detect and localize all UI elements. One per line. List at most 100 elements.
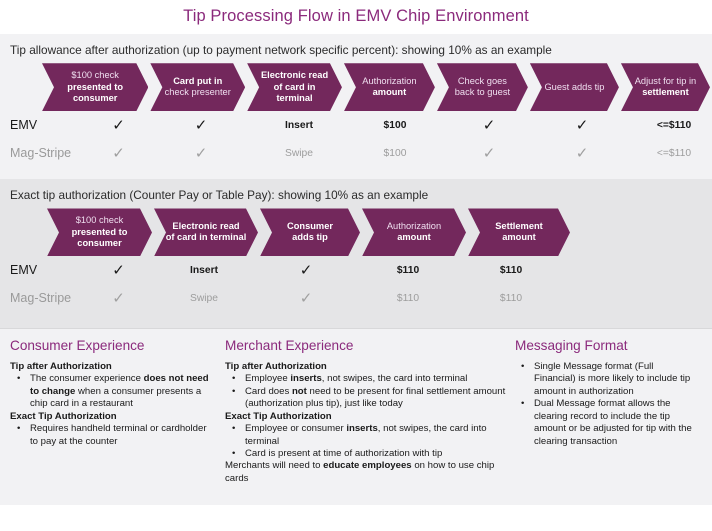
merchant-bullet-2: Card does not need to be present for fin… xyxy=(225,386,507,411)
flow-step-6-line1: Guest adds tip xyxy=(544,81,605,92)
merchant-sub2: Exact Tip Authorization xyxy=(225,410,332,422)
flow-step-5[interactable]: Check goes back to guest xyxy=(437,63,528,111)
consumer-sub2: Exact Tip Authorization xyxy=(10,410,117,422)
flow2-step-1-line2: presented to xyxy=(71,226,128,237)
summary-columns: Consumer Experience Tip after Authorizat… xyxy=(0,329,712,506)
section-tip-allowance: Tip allowance after authorization (up to… xyxy=(0,34,712,180)
flow-step-6[interactable]: Guest adds tip xyxy=(530,63,619,111)
cell-check: ✓ xyxy=(299,288,313,307)
flow-step-1-line3: consumer xyxy=(72,93,118,104)
flow2-step-4-line2: amount xyxy=(397,232,431,243)
cell-auth-amount: $100 xyxy=(383,147,407,159)
consumer-heading: Consumer Experience xyxy=(10,338,145,354)
cell-check: ✓ xyxy=(575,115,589,134)
flow-step-2-line2: check presenter xyxy=(164,87,231,98)
consumer-bullet-2: Requires handheld terminal or cardholder… xyxy=(10,423,217,448)
flow2-step-5-line2: amount xyxy=(502,232,536,243)
cell-check: ✓ xyxy=(112,143,125,162)
flow-step-7-line2: settlement xyxy=(642,87,689,98)
messaging-bullet-1: Single Message format (Full Financial) i… xyxy=(515,361,697,398)
flow-step-5-line1: Check goes xyxy=(457,75,507,86)
consumer-b1-pre: The consumer experience xyxy=(30,373,144,385)
cell-settlement: <=$110 xyxy=(656,119,692,131)
section-exact-tip: Exact tip authorization (Counter Pay or … xyxy=(0,179,712,329)
column-messaging-format: Messaging Format Single Message format (… xyxy=(515,338,705,505)
table-row-emv-1: EMV ✓ ✓ Insert $100 ✓ ✓ <=$110 xyxy=(0,111,712,139)
merchant-tail-bold: educate employees xyxy=(323,460,412,472)
row-label-emv: EMV xyxy=(10,263,38,278)
cell-check: ✓ xyxy=(112,260,125,279)
flow2-step-2[interactable]: Electronic read of card in terminal xyxy=(154,208,258,256)
merchant-heading: Merchant Experience xyxy=(225,338,354,354)
cell-check: ✓ xyxy=(575,143,589,162)
consumer-b1-post: when a consumer presents a chip card in … xyxy=(30,385,202,410)
flow-step-4[interactable]: Authorization amount xyxy=(344,63,435,111)
cell-check: ✓ xyxy=(194,115,208,134)
merchant-b3-bold: inserts xyxy=(346,423,378,435)
flow2-step-3-line2: adds tip xyxy=(292,232,328,243)
flow2-step-3[interactable]: Consumer adds tip xyxy=(260,208,360,256)
cell-auth-amount: $110 xyxy=(396,292,420,304)
cell-check: ✓ xyxy=(482,143,496,162)
flow2-step-1[interactable]: $100 check presented to consumer xyxy=(47,208,152,256)
row-label-emv: EMV xyxy=(10,118,38,133)
consumer-bullet-1: The consumer experience does not need to… xyxy=(10,373,217,410)
flow-step-1-line2: presented to xyxy=(67,81,124,92)
flow-step-7[interactable]: Adjust for tip in settlement xyxy=(621,63,710,111)
column-consumer-experience: Consumer Experience Tip after Authorizat… xyxy=(10,338,225,505)
merchant-bullet-1: Employee inserts, not swipes, the card i… xyxy=(225,373,507,386)
merchant-bullet-4: Card is present at time of authorization… xyxy=(225,448,507,461)
flow-step-3-line2: of card in terminal xyxy=(273,81,316,104)
cell-check: ✓ xyxy=(299,260,313,279)
section2-flow: $100 check presented to consumer Electro… xyxy=(0,208,712,256)
messaging-bullet-2: Dual Message format allows the clearing … xyxy=(515,398,697,448)
cell-read-method: Swipe xyxy=(189,292,219,304)
flow2-step-1-line1: $100 check xyxy=(75,215,124,226)
cell-auth-amount: $110 xyxy=(396,264,420,276)
table-row-emv-2: EMV ✓ Insert ✓ $110 $110 xyxy=(0,256,712,284)
flow-step-7-line1: Adjust for tip in xyxy=(634,75,697,86)
flow-step-3-line1: Electronic read xyxy=(260,69,329,80)
merchant-b2-bold: not xyxy=(291,385,307,397)
flow-step-3[interactable]: Electronic read of card in terminal xyxy=(247,63,342,111)
merchant-b3-post: , not swipes, the card into terminal xyxy=(245,423,487,447)
messaging-heading: Messaging Format xyxy=(515,338,628,354)
flow2-step-5[interactable]: Settlement amount xyxy=(468,208,570,256)
flow-step-2-line1: Card put in xyxy=(173,75,223,86)
merchant-bullet-3: Employee or consumer inserts, not swipes… xyxy=(225,423,507,448)
flow-step-4-line1: Authorization xyxy=(362,75,417,86)
flow2-step-2-line1: Electronic read xyxy=(172,220,240,231)
merchant-b1-post: , not swipes, the card into terminal xyxy=(321,373,468,385)
consumer-sub1: Tip after Authorization xyxy=(10,361,112,373)
flow2-step-1-line3: consumer xyxy=(77,238,122,249)
merchant-tail-post: on how to use chip cards xyxy=(225,460,495,484)
cell-read-method: Insert xyxy=(284,119,314,131)
merchant-b2-post: need to be present for final settlement … xyxy=(245,385,506,410)
flow-step-5-line2: back to guest xyxy=(454,87,511,98)
cell-settlement: <=$110 xyxy=(656,147,692,159)
table-row-magstripe-1: Mag-Stripe ✓ ✓ Swipe $100 ✓ ✓ <=$110 xyxy=(0,139,712,167)
column-merchant-experience: Merchant Experience Tip after Authorizat… xyxy=(225,338,515,505)
merchant-sub1: Tip after Authorization xyxy=(225,361,327,373)
merchant-b3-pre: Employee or consumer xyxy=(245,423,347,435)
flow2-step-5-line1: Settlement xyxy=(495,220,543,231)
cell-read-method: Insert xyxy=(189,264,219,276)
cell-check: ✓ xyxy=(112,115,125,134)
merchant-tail-pre: Merchants will need to xyxy=(225,460,324,472)
section1-heading: Tip allowance after authorization (up to… xyxy=(10,43,552,58)
page-title: Tip Processing Flow in EMV Chip Environm… xyxy=(183,7,529,25)
cell-settlement-amount: $110 xyxy=(499,264,523,276)
flow-step-1-line1: $100 check xyxy=(71,69,119,80)
cell-check: ✓ xyxy=(482,115,496,134)
flow-step-1[interactable]: $100 check presented to consumer xyxy=(42,63,148,111)
flow2-step-3-line1: Consumer xyxy=(287,220,333,231)
flow-step-2[interactable]: Card put in check presenter xyxy=(150,63,245,111)
flow2-step-4[interactable]: Authorization amount xyxy=(362,208,466,256)
section2-heading: Exact tip authorization (Counter Pay or … xyxy=(10,188,429,203)
merchant-b2-pre: Card does xyxy=(245,385,292,397)
section-divider xyxy=(0,328,712,330)
flow2-step-4-line1: Authorization xyxy=(386,220,442,231)
cell-read-method: Swipe xyxy=(284,147,314,159)
cell-check: ✓ xyxy=(194,143,208,162)
flow2-step-2-line2: of card in terminal xyxy=(165,232,247,243)
